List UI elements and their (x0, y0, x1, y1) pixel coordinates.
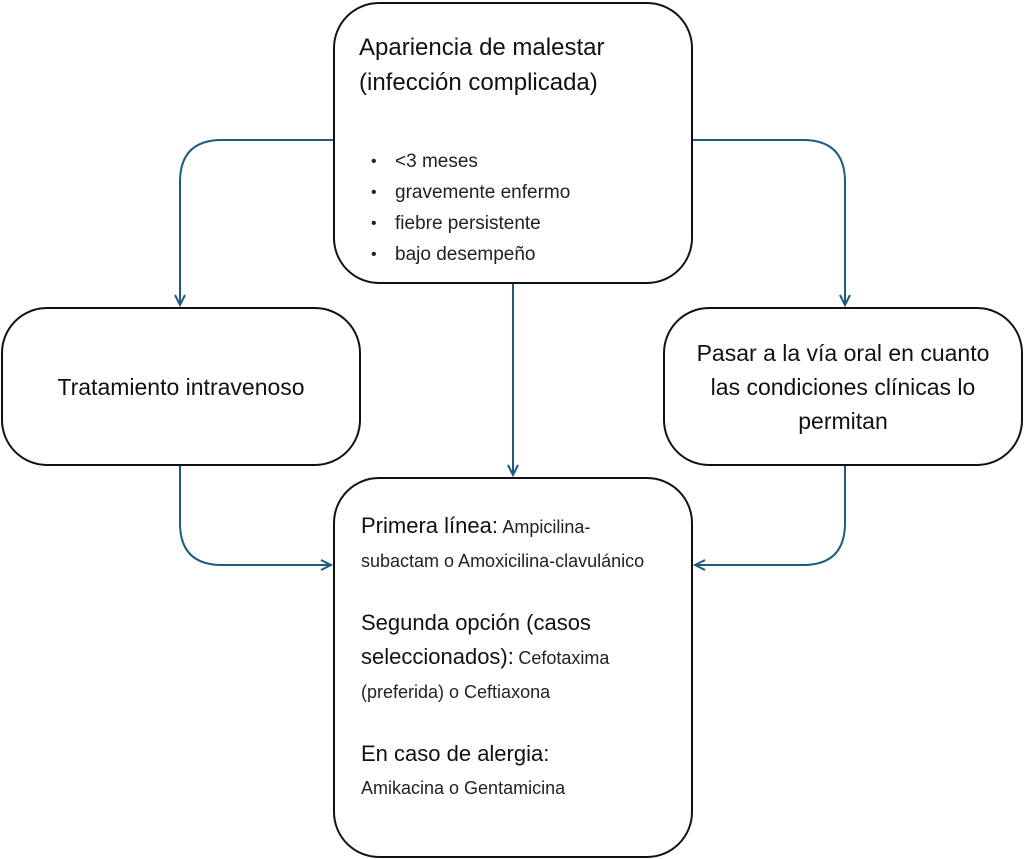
bullet-item: gravemente enfermo (371, 177, 667, 208)
top-box-bullets: <3 meses gravemente enfermo fiebre persi… (359, 146, 667, 270)
option-primera-linea: Primera línea: Ampicilina-subactam o Amo… (361, 509, 667, 578)
right-box-text: Pasar a la vía oral en cuanto las condic… (696, 339, 990, 434)
arrow-right-to-bottom (692, 466, 846, 571)
option-alergia: En caso de alergia: Amikacina o Gentamic… (361, 737, 667, 805)
bullet-item: <3 meses (371, 146, 667, 177)
option-body: Ampicilina-subactam o Amoxicilina-clavul… (361, 517, 645, 571)
box-opciones-tratamiento: Primera línea: Ampicilina-subactam o Amo… (333, 477, 693, 858)
box-via-oral: Pasar a la vía oral en cuanto las condic… (663, 307, 1023, 466)
option-head: En caso de alergia: (361, 741, 550, 766)
arrow-left-to-bottom (179, 466, 334, 571)
arrow-top-to-right (693, 139, 851, 308)
option-body: Amikacina o Gentamicina (361, 778, 566, 798)
left-box-text: Tratamiento intravenoso (57, 373, 305, 400)
option-head: Segunda opción (casos seleccionados): (361, 610, 591, 669)
option-segunda-opcion: Segunda opción (casos seleccionados): Ce… (361, 606, 667, 709)
bullet-item: bajo desempeño (371, 239, 667, 270)
box-tratamiento-intravenoso: Tratamiento intravenoso (1, 307, 361, 466)
bullet-item: fiebre persistente (371, 208, 667, 239)
option-head: Primera línea: (361, 513, 498, 538)
top-box-title: Apariencia de malestar (infección compli… (359, 34, 605, 96)
option-body: Cefotaxima (preferida) o Ceftiaxona (361, 648, 610, 702)
box-apariencia-malestar: Apariencia de malestar (infección compli… (333, 2, 693, 284)
arrow-top-to-left (174, 139, 333, 308)
